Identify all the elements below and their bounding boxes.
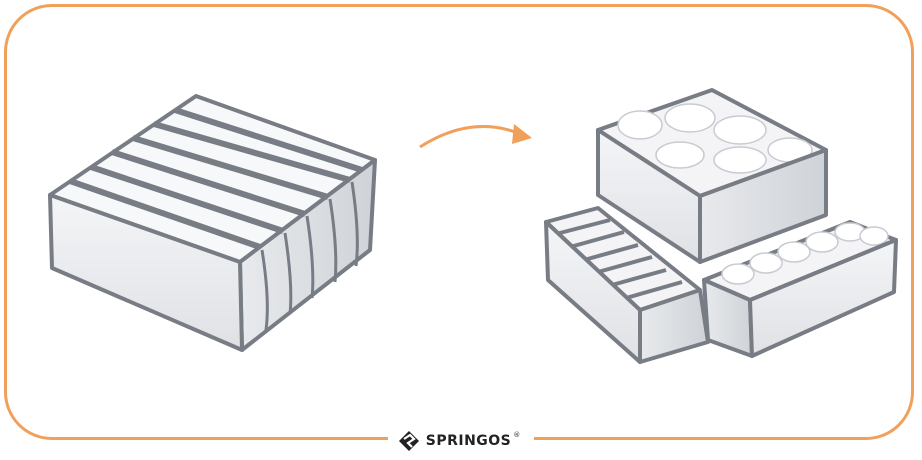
folded-bras (617, 103, 813, 174)
organizer-front-side (48, 193, 244, 352)
brand-logo: SPRINGOS ® (388, 424, 534, 458)
organizer-dividers (69, 107, 363, 250)
springos-logo-icon (398, 431, 419, 451)
large-organizer-left (48, 94, 377, 352)
small-sock-organizer (544, 206, 710, 364)
curved-arrow-right-icon (419, 124, 532, 149)
long-underwear-organizer (702, 220, 898, 358)
rolled-underwear (721, 222, 889, 285)
brand-name: SPRINGOS (425, 433, 512, 449)
divider-seams (260, 181, 359, 331)
registered-mark: ® (513, 431, 521, 439)
large-bra-organizer (596, 88, 828, 264)
